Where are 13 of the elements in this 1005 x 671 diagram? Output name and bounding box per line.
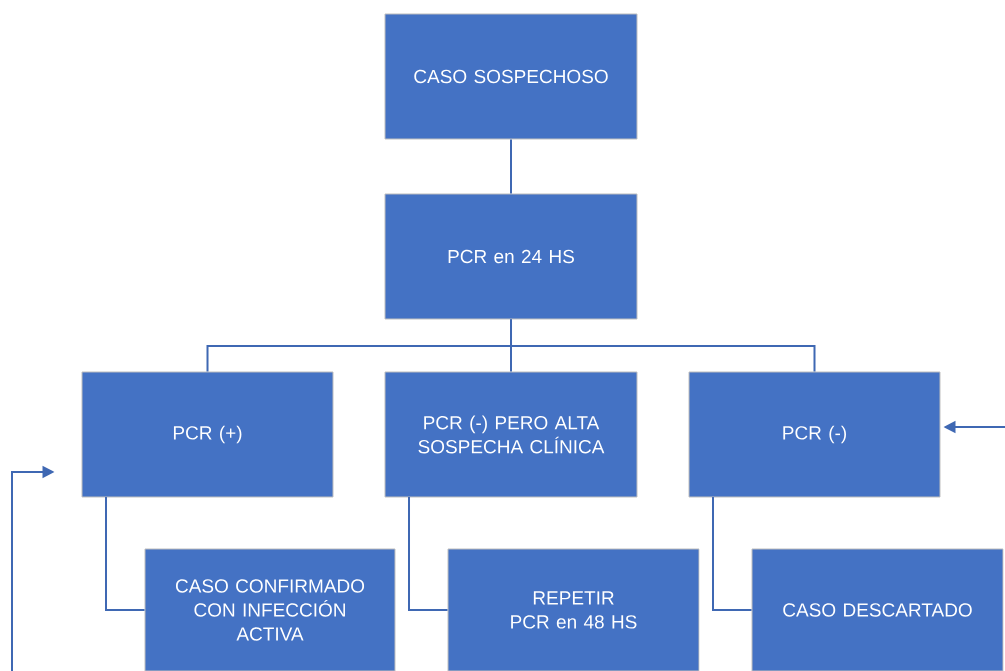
process-box: CASO CONFIRMADO CON INFECCIÓN ACTIVA <box>144 548 396 671</box>
process-box: CASO DESCARTADO <box>751 548 1004 671</box>
connector-line <box>510 318 816 373</box>
process-box: CASO SOSPECHOSO <box>384 13 638 140</box>
connector-line <box>510 138 512 195</box>
process-box: PCR en 24 HS <box>384 193 638 320</box>
process-box: REPETIR PCR en 48 HS <box>447 548 700 671</box>
process-box: PCR (+) <box>81 371 334 498</box>
connector-line <box>408 496 449 611</box>
process-box: PCR (-) <box>688 371 941 498</box>
process-box: PCR (-) PERO ALTA SOSPECHA CLÍNICA <box>384 371 638 498</box>
connector-line <box>105 496 146 611</box>
connector-line <box>712 496 753 611</box>
